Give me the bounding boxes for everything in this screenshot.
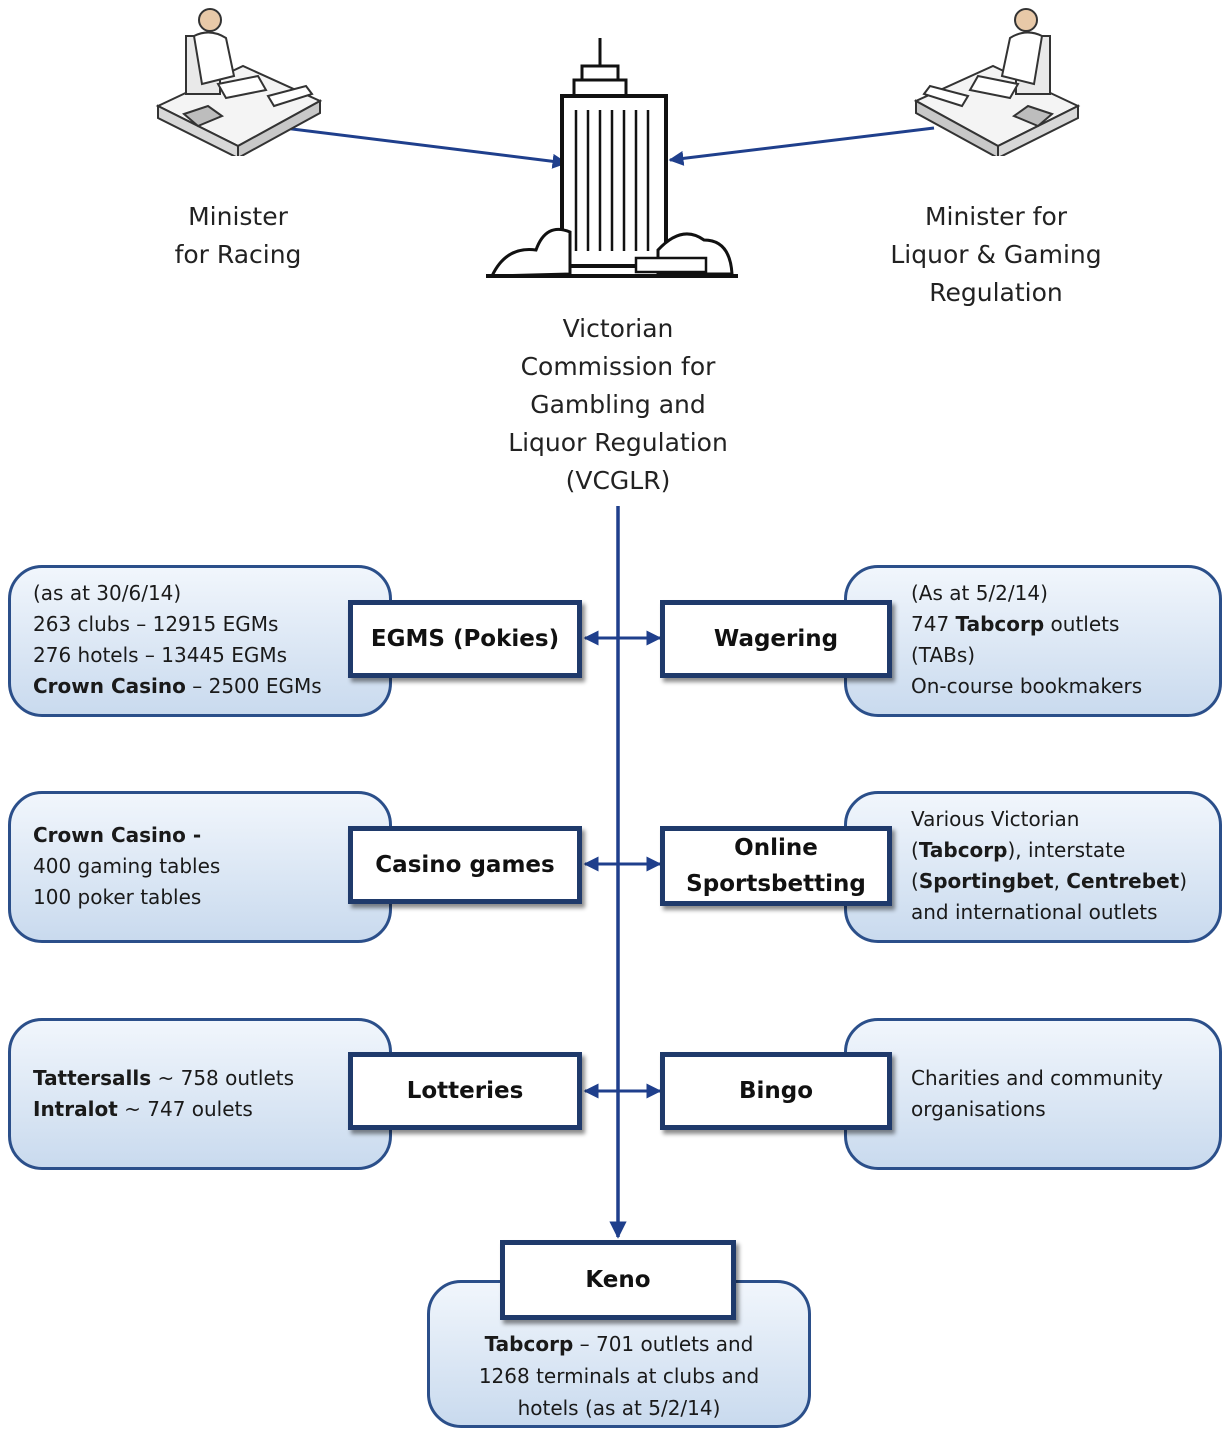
egms-detail-line: 263 clubs – 12915 EGMs	[33, 612, 279, 636]
category-casino: Casino games	[348, 826, 582, 904]
lotteries-detail-line: Intralot ~ 747 oulets	[33, 1097, 253, 1121]
minister-liquor-label: Minister for Liquor & Gaming Regulation	[890, 202, 1102, 307]
online-details-box: Various Victorian (Tabcorp), interstate …	[844, 791, 1222, 943]
minister-desk-icon	[913, 8, 1081, 156]
casino-detail-line: Crown Casino -	[33, 823, 202, 847]
egms-detail-line: 276 hotels – 13445 EGMs	[33, 643, 288, 667]
casino-detail-line: 100 poker tables	[33, 885, 202, 909]
category-keno: Keno	[500, 1240, 736, 1320]
online-detail-line: (Tabcorp), interstate	[911, 838, 1126, 862]
wagering-detail-line: (As at 5/2/14)	[911, 581, 1048, 605]
egms-details-box: (as at 30/6/14) 263 clubs – 12915 EGMs 2…	[8, 565, 392, 717]
wagering-detail-line: (TABs)	[911, 643, 976, 667]
online-detail-line: and international outlets	[911, 900, 1158, 924]
wagering-detail-line: 747 Tabcorp outlets	[911, 612, 1120, 636]
bingo-detail-line: Charities and community	[911, 1066, 1163, 1090]
arrow-liquor-to-vcglr	[668, 126, 935, 166]
minister-desk-icon	[155, 8, 323, 156]
wagering-details-box: (As at 5/2/14) 747 Tabcorp outlets (TABs…	[844, 565, 1222, 717]
wagering-detail-line: On-course bookmakers	[911, 674, 1143, 698]
egms-detail-line: (as at 30/6/14)	[33, 581, 182, 605]
online-detail-line: Various Victorian	[911, 807, 1080, 831]
minister-racing-label: Minister for Racing	[174, 202, 302, 269]
government-building-icon	[486, 38, 738, 278]
online-detail-line: (Sportingbet, Centrebet)	[911, 869, 1188, 893]
category-egms: EGMS (Pokies)	[348, 600, 582, 678]
egms-detail-line: Crown Casino – 2500 EGMs	[33, 674, 322, 698]
casino-details-box: Crown Casino - 400 gaming tables 100 pok…	[8, 791, 392, 943]
category-bingo: Bingo	[660, 1052, 892, 1130]
bingo-detail-line: organisations	[911, 1097, 1046, 1121]
category-lotteries: Lotteries	[348, 1052, 582, 1130]
lotteries-detail-line: Tattersalls ~ 758 outlets	[33, 1066, 295, 1090]
keno-detail-line: hotels (as at 5/2/14)	[517, 1396, 721, 1420]
lotteries-details-box: Tattersalls ~ 758 outlets Intralot ~ 747…	[8, 1018, 392, 1170]
bingo-details-box: Charities and community organisations	[844, 1018, 1222, 1170]
category-wagering: Wagering	[660, 600, 892, 678]
keno-detail-line: 1268 terminals at clubs and	[478, 1364, 760, 1388]
vcglr-label: Victorian Commission for Gambling and Li…	[508, 314, 728, 495]
keno-detail-line: Tabcorp – 701 outlets and	[484, 1332, 754, 1356]
casino-detail-line: 400 gaming tables	[33, 854, 221, 878]
category-online: Online Sportsbetting	[660, 826, 892, 906]
arrow-racing-to-vcglr	[267, 124, 568, 169]
